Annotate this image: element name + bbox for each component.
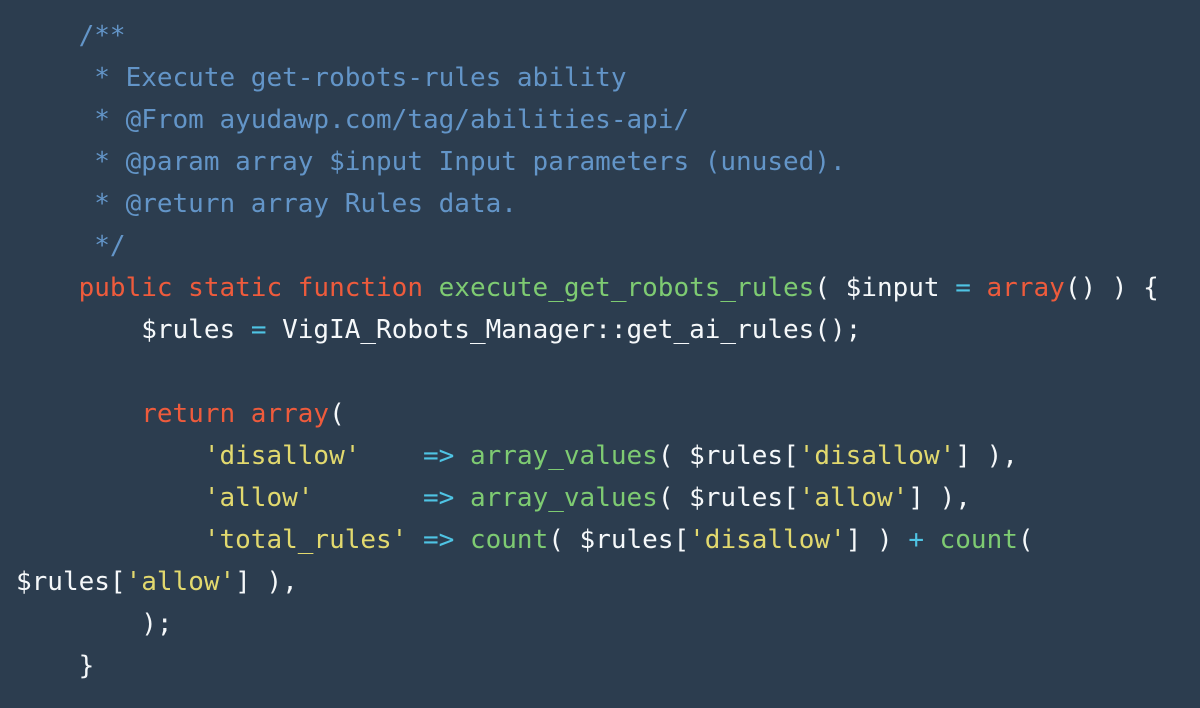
code-line: * @From ayudawp.com/tag/abilities-api/ [16,99,1184,141]
code-token-keyword: public static function [16,273,439,303]
code-token-plain [16,525,204,555]
code-token-plain: ] ) [845,525,909,555]
code-token-plain: ( $input [814,273,956,303]
code-line: 'disallow' => array_values( $rules['disa… [16,435,1184,477]
code-token-plain: ( $rules[ [657,483,799,513]
code-token-function: count [469,525,549,555]
code-token-plain: ( $rules[ [657,441,799,471]
code-token-plain [16,483,204,513]
code-line: /** [16,15,1184,57]
code-token-plain [16,441,204,471]
code-token-plain [971,273,987,303]
code-token-comment: * @param array $input Input parameters (… [16,147,846,177]
code-line: ); [16,603,1184,645]
code-line: * @return array Rules data. [16,183,1184,225]
code-token-plain [454,441,470,471]
code-line: $rules = VigIA_Robots_Manager::get_ai_ru… [16,309,1184,351]
code-token-plain: () ) { [1064,273,1159,303]
code-token-string: 'allow' [798,483,909,513]
code-token-plain: $rules[ [16,567,126,597]
code-line: } [16,645,1184,687]
code-line: 'total_rules' => count( $rules['disallow… [16,519,1184,561]
code-token-comment: * Execute get-robots-rules ability [16,63,627,93]
code-token-keyword: return array [16,399,330,429]
code-line: * Execute get-robots-rules ability [16,57,1184,99]
code-token-plain [924,525,940,555]
code-token-plain: ( $rules[ [548,525,690,555]
code-line: * @param array $input Input parameters (… [16,141,1184,183]
code-token-comment: * @From ayudawp.com/tag/abilities-api/ [16,105,690,135]
code-token-function: array_values [469,483,658,513]
code-token-comment: * @return array Rules data. [16,189,517,219]
code-token-operator: => [423,483,455,513]
code-token-function: execute_get_robots_rules [438,273,815,303]
code-token-string: 'allow' [203,483,314,513]
code-line [16,351,1184,393]
code-token-plain: ] ), [955,441,1018,471]
code-token-operator: = [955,273,971,303]
code-token-plain: $rules [16,315,251,345]
code-token-plain: ] ), [235,567,298,597]
code-token-string: 'disallow' [798,441,956,471]
code-token-plain: } [16,651,95,681]
code-token-plain [360,441,423,471]
code-token-string: 'disallow' [689,525,846,555]
code-token-plain [454,483,470,513]
code-token-plain: ( [329,399,345,429]
code-token-function: count [939,525,1018,555]
code-token-plain: VigIA_Robots_Manager::get_ai_rules(); [266,315,862,345]
code-token-string: 'total_rules' [203,525,408,555]
code-line: */ [16,225,1184,267]
code-line: public static function execute_get_robot… [16,267,1184,309]
code-line: return array( [16,393,1184,435]
code-token-plain [454,525,470,555]
code-token-plain: ( [1017,525,1034,555]
code-token-string: 'allow' [125,567,236,597]
code-line: 'allow' => array_values( $rules['allow']… [16,477,1184,519]
code-token-plain: ] ), [908,483,971,513]
code-token-plain [313,483,423,513]
code-token-comment: */ [16,231,126,261]
code-token-function: array_values [469,441,658,471]
code-token-operator: => [423,441,455,471]
code-token-plain: ); [16,609,173,639]
code-line: $rules['allow'] ), [16,561,1184,603]
code-token-plain [407,525,423,555]
code-token-operator: => [423,525,455,555]
code-token-string: 'disallow' [203,441,361,471]
code-token-operator: = [250,315,267,345]
code-token-keyword: array [986,273,1065,303]
code-token-operator: + [908,525,924,555]
code-token-comment: /** [16,21,126,51]
